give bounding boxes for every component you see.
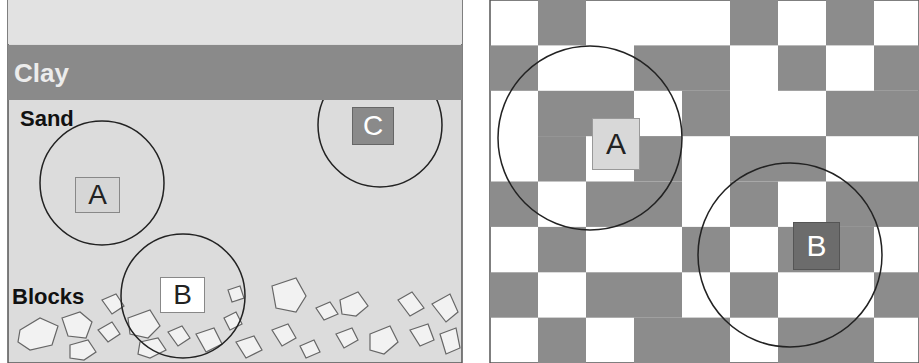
grid-cell: [874, 45, 919, 90]
grid-ground: [490, 0, 919, 363]
sample-circle: [498, 46, 682, 230]
grid-cell: [778, 136, 826, 181]
sand-ground: [8, 0, 462, 363]
sample-letter: A: [606, 129, 626, 159]
layer-label: Blocks: [12, 286, 84, 308]
clay-band: Clay: [8, 45, 462, 100]
grid-cell: [826, 0, 874, 45]
grid-cell: [730, 272, 778, 317]
grid-cell: [874, 182, 919, 227]
grid-cell: [538, 91, 586, 136]
grid-cell: [874, 91, 919, 136]
grid-cell: [586, 182, 634, 227]
grid-cell: [634, 182, 682, 227]
grid-cell: [826, 91, 874, 136]
rock-blocks: [18, 278, 460, 360]
grid-cell: [586, 272, 634, 317]
sample-box: B: [793, 222, 840, 270]
grid-cell: [538, 227, 586, 272]
layer-label: Clay: [14, 60, 69, 86]
grid-cell: [490, 182, 538, 227]
sample-box: B: [160, 277, 205, 313]
grid-cell: [490, 272, 538, 317]
grid-cells: [490, 0, 919, 363]
sample-circle: [698, 163, 882, 347]
grid-cell: [538, 0, 586, 45]
sample-box: A: [75, 177, 120, 213]
grid-cell: [682, 45, 730, 90]
grid-cell: [778, 318, 826, 363]
sample-circle: [40, 121, 164, 245]
sample-letter: A: [88, 181, 107, 209]
grid-cell: [874, 272, 919, 317]
grid-cell: [538, 318, 586, 363]
grid-cell: [682, 91, 730, 136]
grid-cell: [730, 136, 778, 181]
grid-cell: [538, 136, 586, 181]
sample-letter: C: [363, 112, 383, 140]
grid-cell: [634, 272, 682, 317]
layer-label: Sand: [20, 108, 74, 130]
sample-circle: [121, 234, 245, 358]
grid-cell: [730, 182, 778, 227]
grid-cell: [634, 318, 682, 363]
sample-letter: B: [806, 231, 826, 261]
grid-cell: [682, 318, 730, 363]
grid-cell: [682, 227, 730, 272]
grid-cell: [634, 45, 682, 90]
sample-box: A: [592, 118, 640, 170]
top-layer: [8, 0, 462, 44]
grid-cell: [778, 45, 826, 90]
sample-letter: B: [173, 281, 192, 309]
grid-cell: [730, 0, 778, 45]
sample-box: C: [352, 107, 394, 145]
